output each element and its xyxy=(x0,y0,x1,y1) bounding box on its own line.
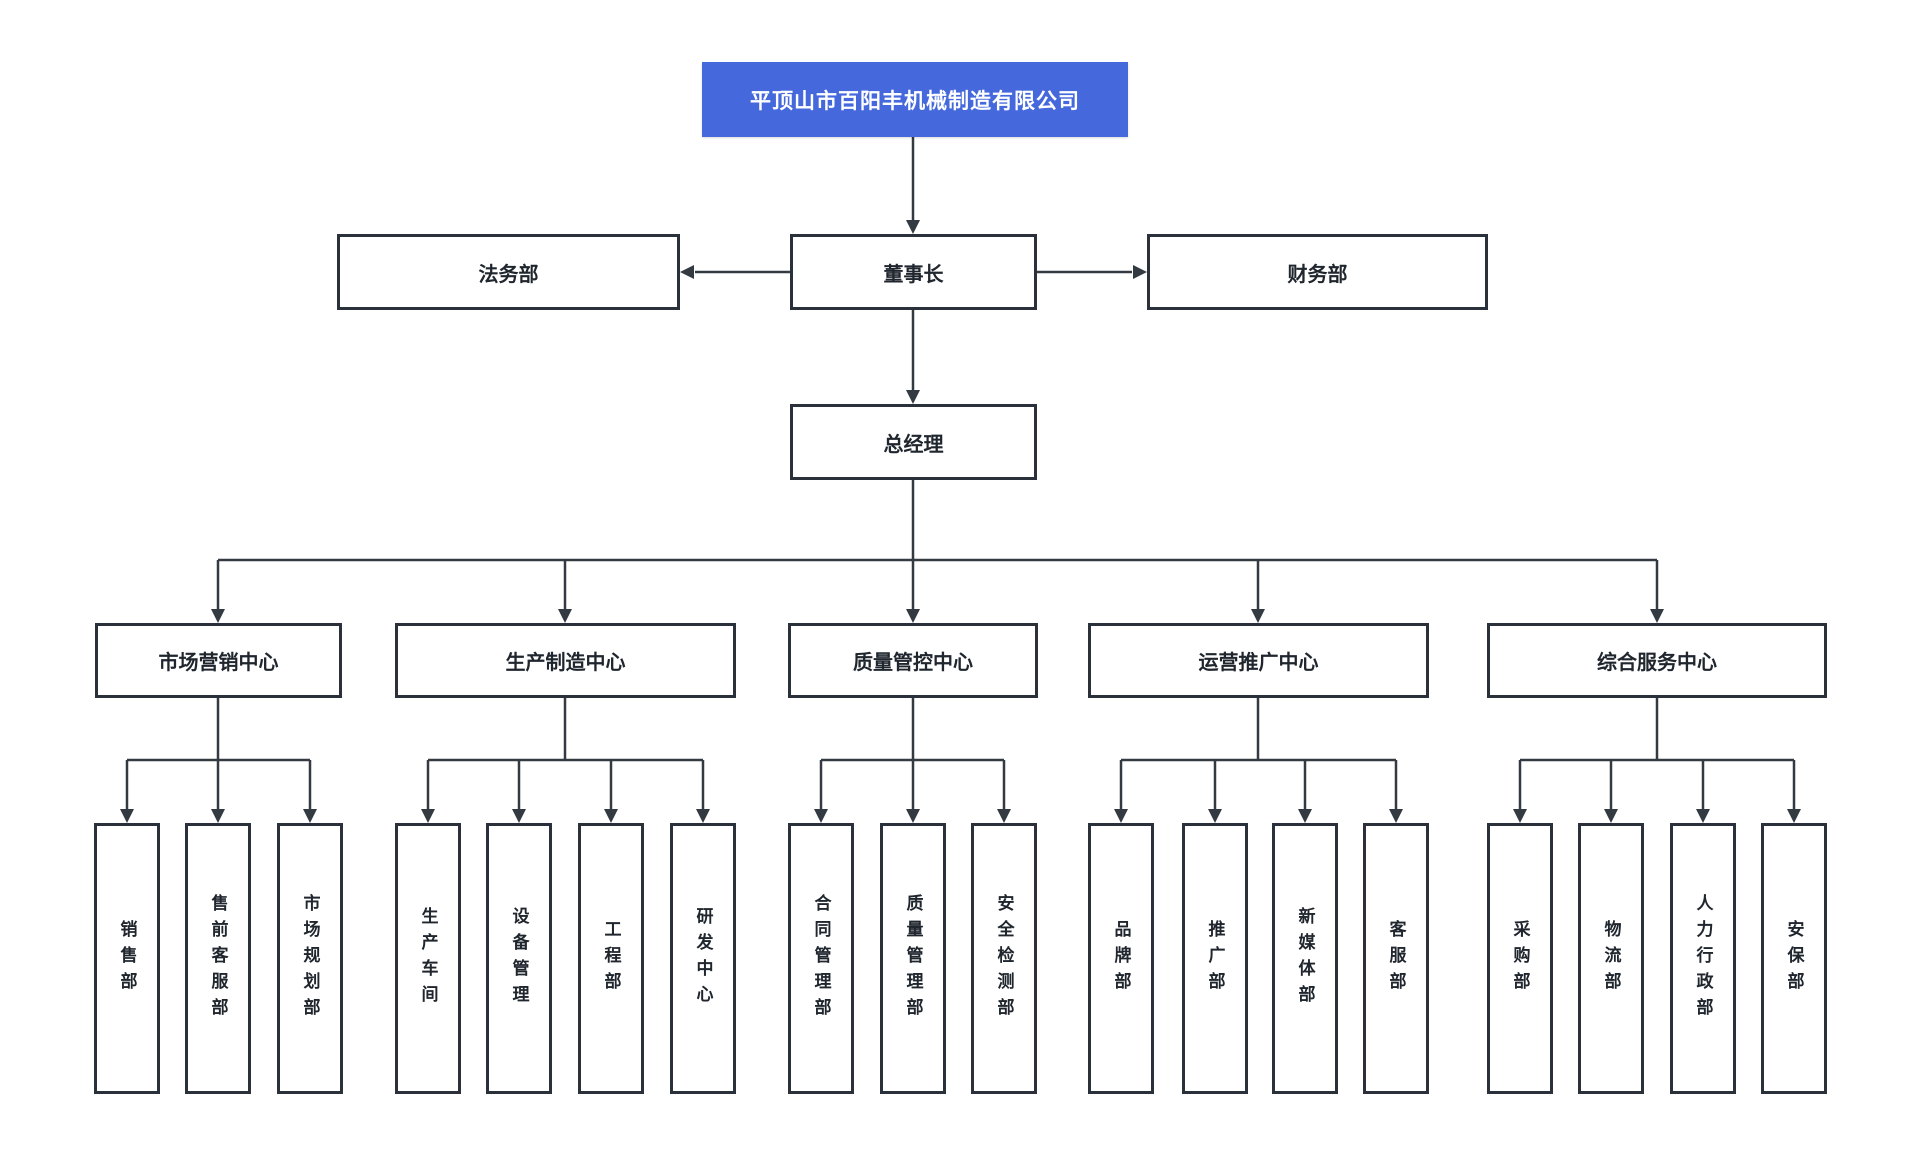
legal-dept-node: 法务部 xyxy=(337,234,680,310)
department-node: 设备管理 xyxy=(486,823,552,1094)
department-node: 质量管理部 xyxy=(880,823,946,1094)
division-node-quality: 质量管控中心 xyxy=(788,623,1038,698)
department-node: 销售部 xyxy=(94,823,160,1094)
division-node-operations: 运营推广中心 xyxy=(1088,623,1429,698)
division-node-production: 生产制造中心 xyxy=(395,623,736,698)
chairman-node: 董事长 xyxy=(790,234,1037,310)
arrowheads xyxy=(120,220,1801,823)
department-node: 客服部 xyxy=(1363,823,1429,1094)
department-node: 采购部 xyxy=(1487,823,1553,1094)
department-node: 推广部 xyxy=(1182,823,1248,1094)
department-node: 新媒体部 xyxy=(1272,823,1338,1094)
finance-dept-node: 财务部 xyxy=(1147,234,1488,310)
department-node: 人力行政部 xyxy=(1670,823,1736,1094)
department-node: 工程部 xyxy=(578,823,644,1094)
department-node: 研发中心 xyxy=(670,823,736,1094)
department-node: 市场规划部 xyxy=(277,823,343,1094)
division-node-services: 综合服务中心 xyxy=(1487,623,1827,698)
department-node: 安全检测部 xyxy=(971,823,1037,1094)
division-node-marketing: 市场营销中心 xyxy=(95,623,342,698)
department-node: 物流部 xyxy=(1578,823,1644,1094)
department-node: 售前客服部 xyxy=(185,823,251,1094)
company-root-node: 平顶山市百阳丰机械制造有限公司 xyxy=(702,62,1128,137)
department-node: 安保部 xyxy=(1761,823,1827,1094)
department-node: 品牌部 xyxy=(1088,823,1154,1094)
company-name: 平顶山市百阳丰机械制造有限公司 xyxy=(750,89,1080,113)
department-node: 合同管理部 xyxy=(788,823,854,1094)
general-manager-node: 总经理 xyxy=(790,404,1037,480)
department-node: 生产车间 xyxy=(395,823,461,1094)
